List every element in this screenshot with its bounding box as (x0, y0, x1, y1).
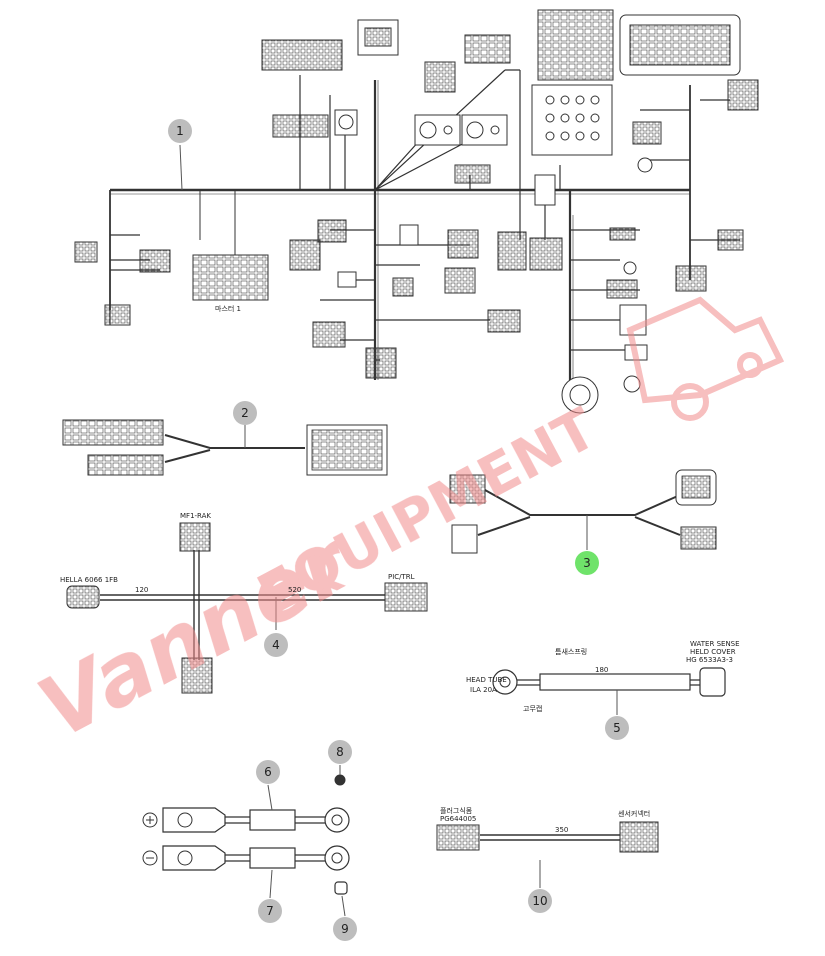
callout-8: 8 (328, 740, 352, 764)
callout-circle-1 (168, 119, 192, 143)
callout-4: 4 (264, 633, 288, 657)
callout-number-4: 4 (272, 638, 280, 652)
ext-harness-label-right: 센서커넥터 (618, 810, 651, 818)
callout-circle-5 (605, 716, 629, 740)
callout-circle-7 (258, 899, 282, 923)
callout-circle-10 (528, 889, 552, 913)
callout-number-10: 10 (532, 894, 547, 908)
callout-10: 10 (528, 889, 552, 913)
main-connectors (74, 9, 759, 414)
ext-harness-label-left-2: PG644005 (440, 815, 477, 823)
harness4-length-2: 520 (288, 586, 302, 594)
callout-circle-2 (233, 401, 257, 425)
ground-cable (492, 667, 726, 697)
ground-cable-length: 180 (595, 666, 609, 674)
callout-2: 2 (233, 401, 257, 425)
callout-number-2: 2 (241, 406, 249, 420)
harness-3 (449, 469, 717, 554)
callout-number-5: 5 (613, 721, 621, 735)
ground-cable-label-right-3: HG 6533A3-3 (686, 656, 733, 664)
ground-cable-label-right-1: WATER SENSE (690, 640, 740, 648)
callout-number-6: 6 (264, 765, 272, 779)
callout-6: 6 (256, 760, 280, 784)
callout-1: 1 (168, 119, 192, 143)
callout-3: 3 (575, 551, 599, 575)
harness4-label-right: PIC/TRL (388, 573, 415, 581)
callout-number-3: 3 (583, 556, 591, 570)
harness-4 (66, 522, 428, 694)
harness4-label-top: MF1-RAK (180, 512, 212, 520)
callout-5: 5 (605, 716, 629, 740)
extension-harness (436, 821, 659, 853)
callout-number-1: 1 (176, 124, 184, 138)
callout-circle-8 (328, 740, 352, 764)
callout-bubbles: 1 2 3 4 5 6 7 8 9 10 (168, 119, 629, 941)
callout-number-7: 7 (266, 904, 274, 918)
callout-7: 7 (258, 899, 282, 923)
callout-number-9: 9 (341, 922, 349, 936)
ground-cable-label-right-2: HELD COVER (690, 648, 736, 656)
ext-harness-length: 350 (555, 826, 569, 834)
main-connector-label: 마스터 1 (215, 305, 241, 313)
callout-9: 9 (333, 917, 357, 941)
battery-cables (142, 774, 350, 895)
callout-number-8: 8 (336, 745, 344, 759)
tractor-icon (626, 296, 785, 421)
ground-cable-label-top: 틈새스프링 (555, 648, 588, 656)
callout-circle-6 (256, 760, 280, 784)
callout-circle-9 (333, 917, 357, 941)
harness-2 (62, 419, 388, 476)
callout-circle-4 (264, 633, 288, 657)
ground-cable-label-left-2: ILA 20A (470, 686, 497, 694)
callout-circle-3 (575, 551, 599, 575)
callout-leaders (179, 144, 618, 917)
ground-cable-label-bottom: 고무캡 (523, 705, 543, 713)
ext-harness-label-left: 플러그식몸 (440, 807, 473, 815)
harness4-label-left: HELLA 6066 1FB (60, 576, 118, 584)
ground-cable-label-left-1: HEAD TUBE (466, 676, 507, 684)
harness4-length-1: 120 (135, 586, 149, 594)
